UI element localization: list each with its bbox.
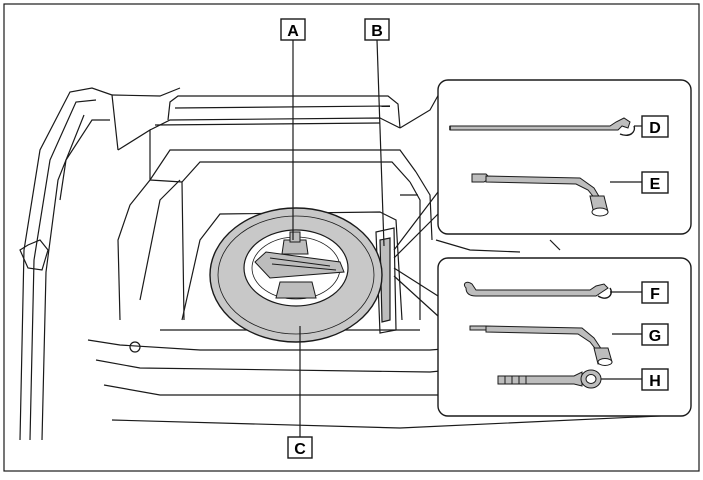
svg-text:F: F <box>650 286 660 303</box>
leader-line-b <box>376 39 385 247</box>
svg-text:H: H <box>649 373 661 390</box>
svg-text:G: G <box>649 328 661 345</box>
jack-on-tire <box>254 231 345 299</box>
leader-lines <box>292 39 439 437</box>
svg-text:D: D <box>649 120 661 137</box>
svg-text:A: A <box>287 23 299 40</box>
callout-label-d: D <box>641 115 669 138</box>
inset-pointer-top <box>393 191 439 259</box>
svg-text:B: B <box>371 23 383 40</box>
callout-label-c: C <box>287 436 313 459</box>
svg-text:E: E <box>650 176 661 193</box>
tool-d-jack-handle <box>449 117 636 136</box>
callout-label-f: F <box>641 281 669 304</box>
tool-e-wheel-nut-wrench <box>471 173 609 217</box>
callout-label-g: G <box>641 323 669 346</box>
callout-label-a: A <box>280 18 306 41</box>
callout-label-h: H <box>641 368 669 391</box>
tool-f-jack-handle <box>463 281 612 299</box>
car-trunk-illustration <box>19 87 691 441</box>
callout-label-b: B <box>364 18 390 41</box>
inset-leader-lines <box>601 125 642 380</box>
inset-panel-top <box>437 79 692 235</box>
svg-text:C: C <box>294 441 306 458</box>
tool-g-wrench <box>469 325 613 366</box>
inset-pointer-bottom <box>393 267 439 317</box>
tool-compartment <box>375 227 397 334</box>
callout-label-e: E <box>641 171 669 194</box>
tool-h-towing-eyelet <box>497 369 602 389</box>
